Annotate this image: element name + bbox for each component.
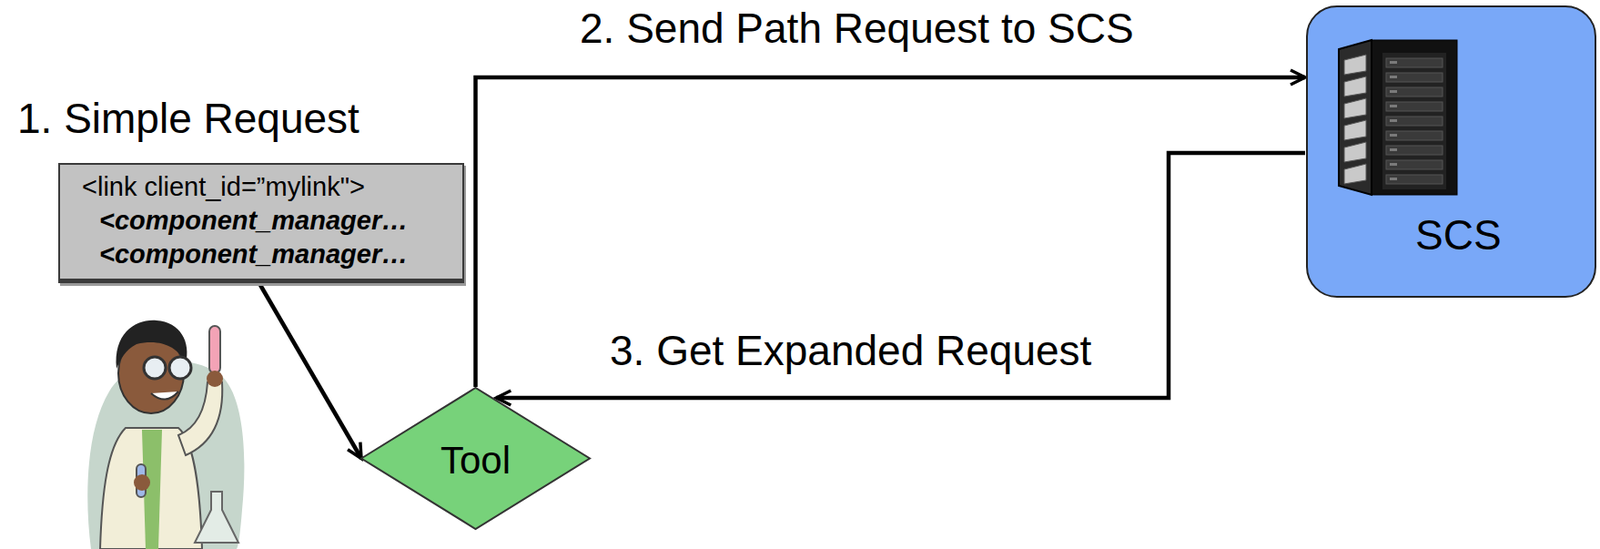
- rack-unit: [1386, 131, 1443, 141]
- diamond-shape: [361, 387, 590, 529]
- rack-light: [1389, 177, 1398, 181]
- scientist-glasses: [169, 356, 192, 379]
- server-box: SCS: [1306, 5, 1597, 298]
- rack-unit: [1386, 174, 1443, 184]
- rack-light: [1389, 133, 1398, 137]
- rack-unit: [1386, 160, 1443, 170]
- rack-bay: [1382, 52, 1447, 190]
- step-label: 2. Send Path Request to SCS: [576, 3, 1138, 53]
- rack-light: [1389, 60, 1398, 64]
- step-label: 3. Get Expanded Request: [606, 325, 1095, 375]
- rack-unit: [1386, 72, 1443, 82]
- rack-unit: [1386, 101, 1443, 112]
- flask: [194, 491, 239, 543]
- door-panel: [1344, 141, 1367, 163]
- scientist-smile: [151, 391, 179, 400]
- rack-light: [1389, 104, 1398, 108]
- flow-arrow: [496, 152, 1306, 398]
- decision-diamond: Tool: [359, 385, 592, 531]
- rack-light: [1389, 75, 1398, 79]
- rack-unit: [1386, 58, 1443, 68]
- door-panel: [1344, 54, 1367, 75]
- server-label: SCS: [1415, 212, 1502, 258]
- rack-light: [1389, 90, 1398, 93]
- scientist-arm: [178, 382, 223, 456]
- scientist-hand: [133, 474, 151, 491]
- flow-arrow: [260, 284, 362, 459]
- scientist-glasses: [143, 356, 166, 379]
- rack-door: [1338, 40, 1372, 195]
- flow-arrow: [475, 77, 1307, 387]
- scientist-hand: [206, 370, 223, 387]
- code-line: <component_manager…: [99, 237, 445, 272]
- rack-light: [1389, 148, 1398, 152]
- rack-light: [1389, 162, 1398, 166]
- diamond-label: Tool: [440, 439, 511, 482]
- step-heading: 1. Simple Request: [17, 93, 360, 143]
- door-panel: [1344, 76, 1367, 97]
- rack-unit: [1386, 145, 1443, 155]
- test-tube: [209, 325, 221, 374]
- door-panel: [1344, 98, 1367, 119]
- door-panel: [1344, 163, 1367, 184]
- server-rack-icon: [1307, 7, 1490, 208]
- rack-unit: [1386, 116, 1443, 126]
- code-box: 1. Simple Request<link client_id=”mylink…: [58, 162, 465, 284]
- door-panel: [1344, 120, 1367, 141]
- rack-light: [1389, 119, 1398, 122]
- code-line: <component_manager…: [99, 203, 445, 238]
- rack-body: [1371, 40, 1458, 195]
- code-line: <link client_id=”mylink">: [81, 170, 445, 204]
- rack-unit: [1386, 87, 1443, 97]
